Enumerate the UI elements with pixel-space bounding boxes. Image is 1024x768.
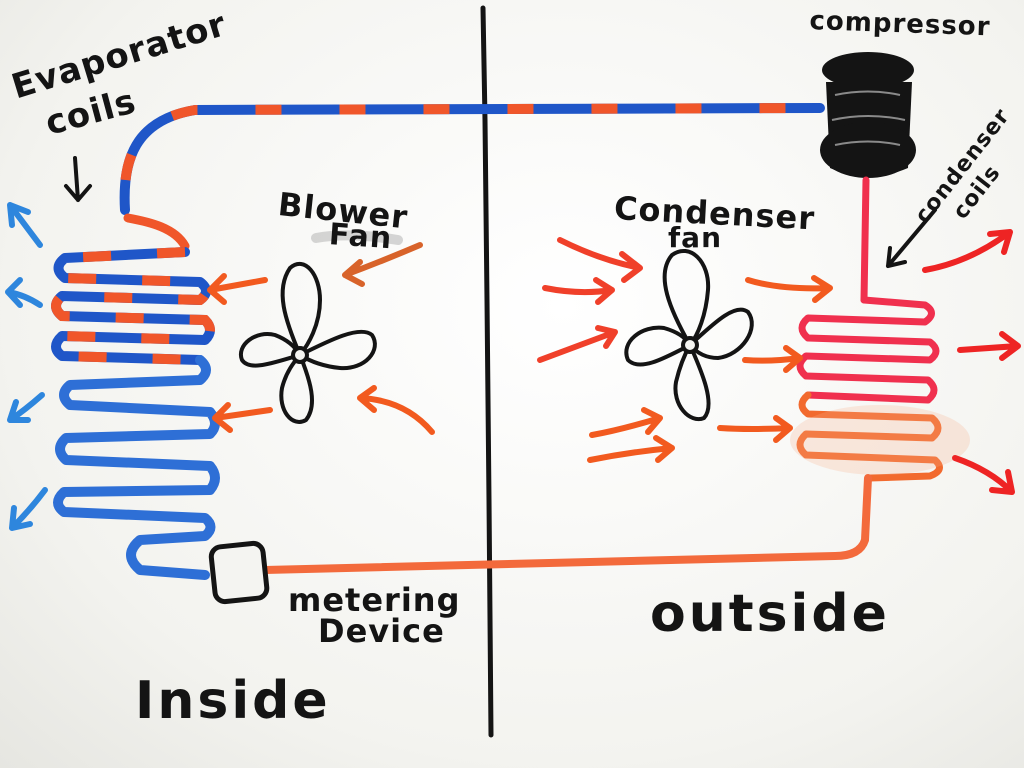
hot-air-arrows (922, 229, 1021, 495)
outside-label: outside (650, 584, 890, 644)
compressor-label: compressor (809, 6, 992, 43)
blower-fan-icon (238, 261, 377, 424)
outdoor-air-arrows (537, 237, 833, 463)
metering-device-label-line1: metering (288, 581, 461, 619)
label-smudge (311, 230, 403, 245)
evaporator-coils-upper (51, 247, 215, 365)
metering-device-icon (208, 540, 270, 605)
label-pointer-arrows (64, 156, 937, 268)
discharge-line (860, 176, 870, 304)
liquid-line (261, 474, 872, 574)
condenser-fan-label-line2: fan (668, 221, 723, 254)
divider-line (480, 5, 494, 738)
condenser-coils-lower (796, 391, 943, 482)
condenser-fan-icon (624, 248, 754, 422)
condenser-coils-upper (796, 296, 940, 404)
condenser-glow (790, 405, 970, 475)
indoor-air-arrows (207, 242, 435, 435)
evaporator-coils-lower (53, 355, 220, 580)
inside-label: Inside (135, 671, 331, 731)
metering-device-label-line2: Device (318, 612, 445, 650)
evaporator-inlet (123, 213, 190, 251)
cold-air-arrows (5, 202, 48, 531)
suction-line-orange (119, 103, 821, 211)
blower-fan-label-line2: Fan (327, 217, 394, 257)
compressor-icon (820, 52, 916, 178)
